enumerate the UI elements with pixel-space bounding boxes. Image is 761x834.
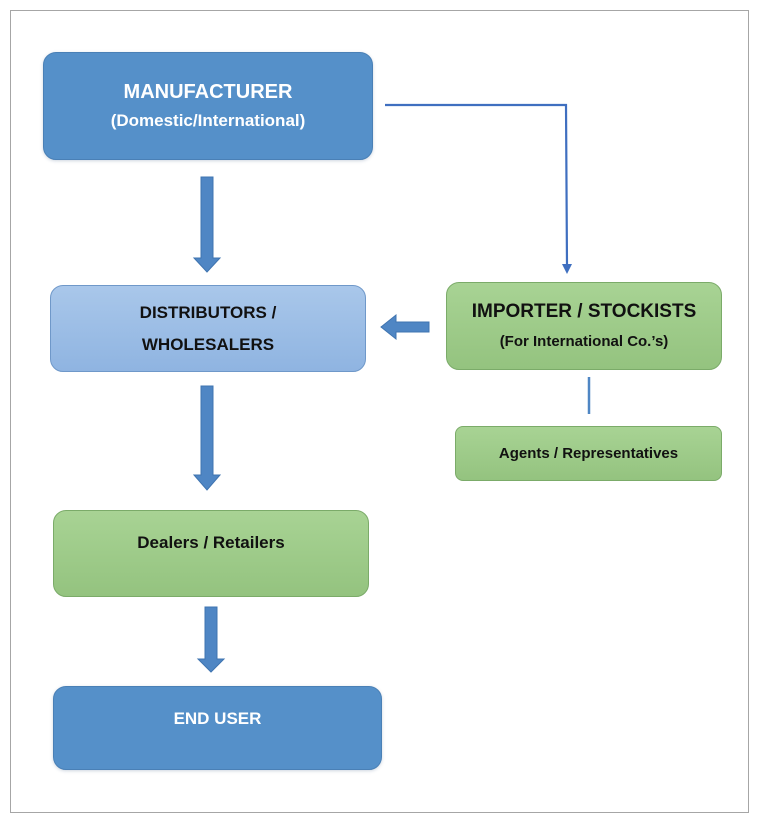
arrow-dealers-to-end-user xyxy=(196,606,226,673)
node-dealers-label: Dealers / Retailers xyxy=(137,533,285,552)
node-end-user: END USER xyxy=(53,686,382,770)
arrow-distributors-to-dealers xyxy=(192,385,222,491)
node-importer: IMPORTER / STOCKISTS (For International … xyxy=(446,282,722,370)
node-manufacturer: MANUFACTURER (Domestic/International) xyxy=(43,52,373,160)
connector-arrowhead-icon xyxy=(562,264,572,274)
arrow-importer-to-distributors xyxy=(380,313,430,341)
node-agents: Agents / Representatives xyxy=(455,426,722,481)
node-end-user-label: END USER xyxy=(173,709,262,728)
arrow-manufacturer-to-distributors xyxy=(192,176,222,273)
node-manufacturer-subtitle: (Domestic/International) xyxy=(110,111,306,130)
connector-manufacturer-to-importer xyxy=(385,103,569,267)
node-dealers: Dealers / Retailers xyxy=(53,510,369,597)
node-agents-label: Agents / Representatives xyxy=(498,445,679,462)
node-distributors-line1: DISTRIBUTORS / xyxy=(139,302,277,322)
node-distributors-line2: WHOLESALERS xyxy=(141,334,275,354)
node-importer-subtitle: (For International Co.’s) xyxy=(499,333,669,350)
node-distributors: DISTRIBUTORS / WHOLESALERS xyxy=(50,285,366,372)
node-importer-title: IMPORTER / STOCKISTS xyxy=(471,301,697,322)
node-manufacturer-title: MANUFACTURER xyxy=(123,81,293,103)
